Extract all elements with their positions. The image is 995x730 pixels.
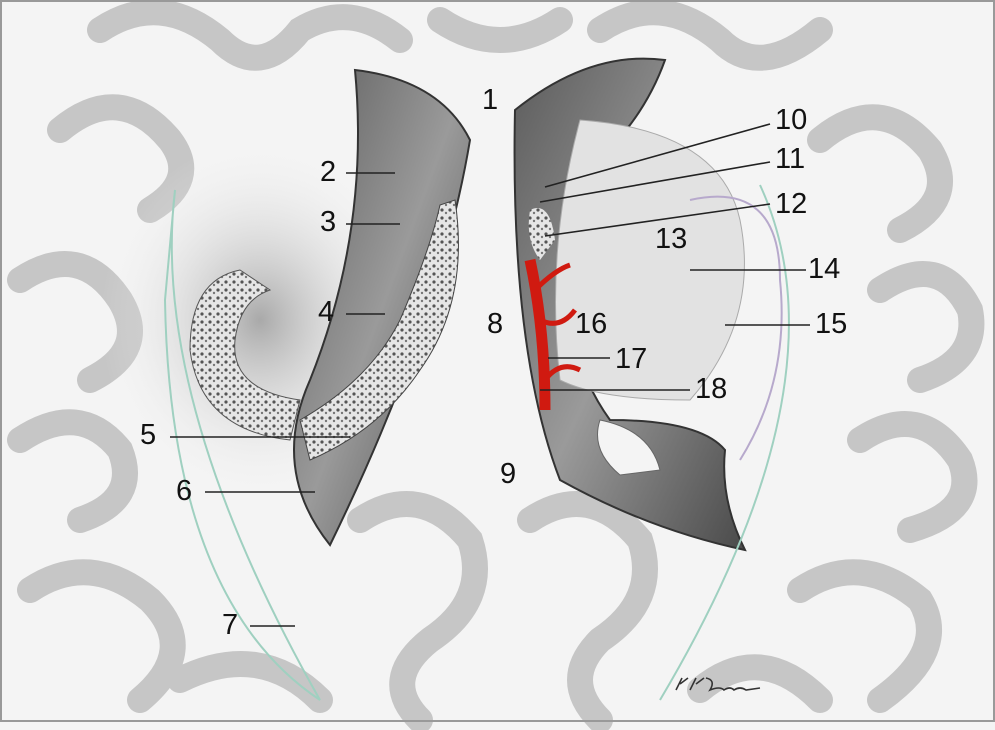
label-3: 3: [320, 206, 337, 238]
right-putamen-outline: [689, 195, 783, 461]
label-7: 7: [222, 609, 239, 641]
left-ventricle-caudate-head: [299, 199, 459, 461]
label-11: 11: [775, 143, 806, 175]
label-13: 13: [655, 223, 688, 255]
artist-signature: [675, 677, 761, 692]
thalamostriate-vein: [524, 258, 551, 411]
label-15: 15: [815, 308, 848, 340]
right-caudate-head: [528, 208, 555, 260]
vein-tributaries: [533, 262, 582, 382]
label-6: 6: [176, 475, 193, 507]
label-2: 2: [320, 156, 337, 188]
label-5: 5: [140, 419, 157, 451]
label-12: 12: [775, 188, 808, 220]
left-caudate: [189, 269, 301, 441]
label-16: 16: [575, 308, 608, 340]
label-17: 17: [615, 343, 648, 375]
label-4: 4: [318, 296, 335, 328]
label-18: 18: [695, 373, 728, 405]
septal-area: [597, 419, 661, 476]
left-internal-capsule-outline: [163, 189, 321, 701]
label-10: 10: [775, 104, 808, 136]
thalamus: [555, 119, 745, 401]
label-14: 14: [808, 253, 841, 285]
leader-lines: [170, 123, 810, 627]
label-9: 9: [500, 458, 517, 490]
label-1: 1: [482, 84, 499, 116]
label-8: 8: [487, 308, 504, 340]
right-internal-capsule-outline: [659, 184, 790, 701]
